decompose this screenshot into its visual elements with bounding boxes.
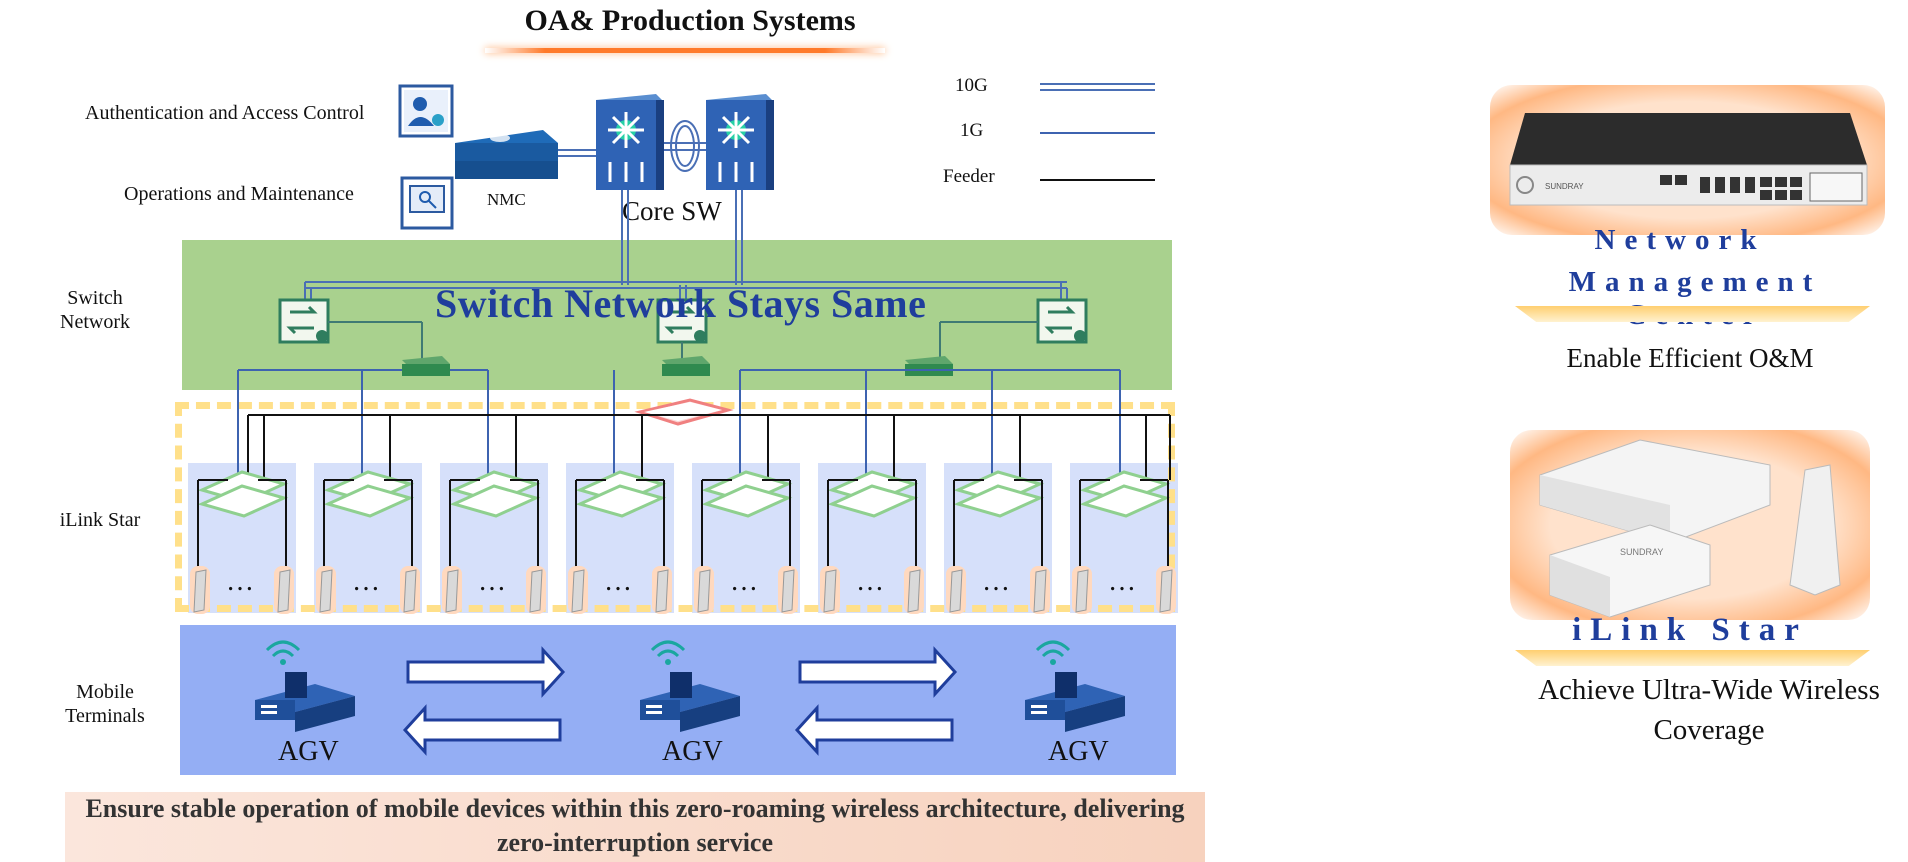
layer-label-switch-network: Switch Network — [60, 287, 130, 333]
layer-label-ilink-star: iLink Star — [59, 509, 141, 531]
bottom-banner-text: Ensure stable operation of mobile device… — [85, 794, 1185, 857]
ilink-product-image: SUNDRAY — [1539, 439, 1841, 618]
switch-banner-text: Switch Network Stays Same — [435, 281, 927, 326]
ap-icon — [701, 470, 793, 518]
arrow-right-2 — [798, 646, 958, 698]
ellipsis-label: … — [604, 566, 632, 597]
agv-layer — [255, 640, 1125, 732]
antenna-icon — [442, 566, 462, 614]
feeder-lines — [247, 414, 1171, 480]
title-underline — [485, 48, 885, 53]
nmc-label: NMC — [487, 190, 526, 209]
legend-feeder-label: Feeder — [943, 166, 995, 187]
antenna-icon — [316, 566, 336, 614]
agv-icon — [255, 640, 355, 732]
antenna-icon — [1156, 566, 1176, 614]
legend-10g-label: 10G — [955, 75, 988, 96]
bottom-banner — [65, 792, 1205, 862]
access-switch-middle-icon — [662, 356, 710, 376]
access-switch-left-icon — [402, 356, 450, 376]
legend-lines — [1040, 83, 1155, 181]
nmc-device-brand: SUNDRAY — [1545, 182, 1584, 191]
antenna-icon — [946, 566, 966, 614]
aggregation-switch-middle-icon — [656, 298, 708, 344]
legend-1g-label: 1G — [960, 120, 984, 141]
nmc-subtitle: Enable Efficient O&M — [1566, 343, 1814, 373]
antenna-icon — [568, 566, 588, 614]
aggregation-switch-left-icon — [278, 298, 330, 344]
ilink-gold-bar — [1515, 650, 1870, 666]
ops-label: Operations and Maintenance — [124, 183, 354, 205]
antenna-icon — [526, 566, 546, 614]
ap-icon — [827, 470, 919, 518]
access-switch-right-icon — [905, 356, 953, 376]
ilink-controller-icon — [634, 398, 734, 426]
layer-label-mobile-terminals: Mobile Terminals — [65, 681, 145, 727]
ap-layer — [190, 470, 1176, 614]
ellipsis-label: … — [478, 566, 506, 597]
ap-icon — [575, 470, 667, 518]
antenna-icon — [190, 566, 210, 614]
auth-label: Authentication and Access Control — [85, 102, 365, 124]
antenna-icon — [400, 566, 420, 614]
nmc-title-line2: Management Center — [1568, 266, 1822, 331]
ilink-subtitle: Achieve Ultra-Wide Wireless Coverage — [1538, 674, 1880, 746]
ellipsis-label: … — [226, 566, 254, 597]
agv-label-3: AGV — [1048, 736, 1109, 767]
ellipsis-label: … — [856, 566, 884, 597]
agv-icon — [1025, 640, 1125, 732]
aggregation-switch-right-icon — [1036, 298, 1088, 344]
ellipsis-label: … — [1108, 566, 1136, 597]
ap-icon — [197, 470, 289, 518]
ellipsis-label: … — [730, 566, 758, 597]
arrow-right-1 — [406, 646, 566, 698]
page-title: OA& Production Systems — [524, 4, 856, 37]
core-switch-right-icon — [706, 94, 774, 190]
arrow-left-1 — [402, 704, 562, 756]
ilink-title: iLink Star — [1572, 612, 1808, 648]
ap-icon — [1079, 470, 1171, 518]
nmc-gold-bar — [1515, 306, 1870, 322]
antenna-icon — [1072, 566, 1092, 614]
ellipsis-label: … — [982, 566, 1010, 597]
agv-label-1: AGV — [278, 736, 339, 767]
antenna-icon — [820, 566, 840, 614]
agv-icon — [640, 640, 740, 732]
core-switch-left-icon — [596, 94, 664, 190]
antenna-icon — [778, 566, 798, 614]
antenna-icon — [1030, 566, 1050, 614]
nmc-product-image: SUNDRAY — [1509, 113, 1868, 206]
arrow-left-2 — [794, 704, 954, 756]
operations-icon — [400, 176, 454, 230]
ellipsis-label: … — [352, 566, 380, 597]
switch-network-banner: Switch Network Stays Same — [435, 280, 926, 327]
ilink-device-brand: SUNDRAY — [1620, 547, 1663, 557]
ap-icon — [953, 470, 1045, 518]
antenna-icon — [694, 566, 714, 614]
antenna-icon — [652, 566, 672, 614]
nmc-title-line1: Network — [1594, 224, 1766, 256]
ap-icon — [323, 470, 415, 518]
agv-label-2: AGV — [662, 736, 723, 767]
antenna-icon — [904, 566, 924, 614]
ap-icon — [449, 470, 541, 518]
core-sw-label: Core SW — [622, 196, 722, 226]
auth-control-icon — [398, 84, 454, 138]
nmc-device-icon — [455, 130, 558, 179]
antenna-icon — [274, 566, 294, 614]
